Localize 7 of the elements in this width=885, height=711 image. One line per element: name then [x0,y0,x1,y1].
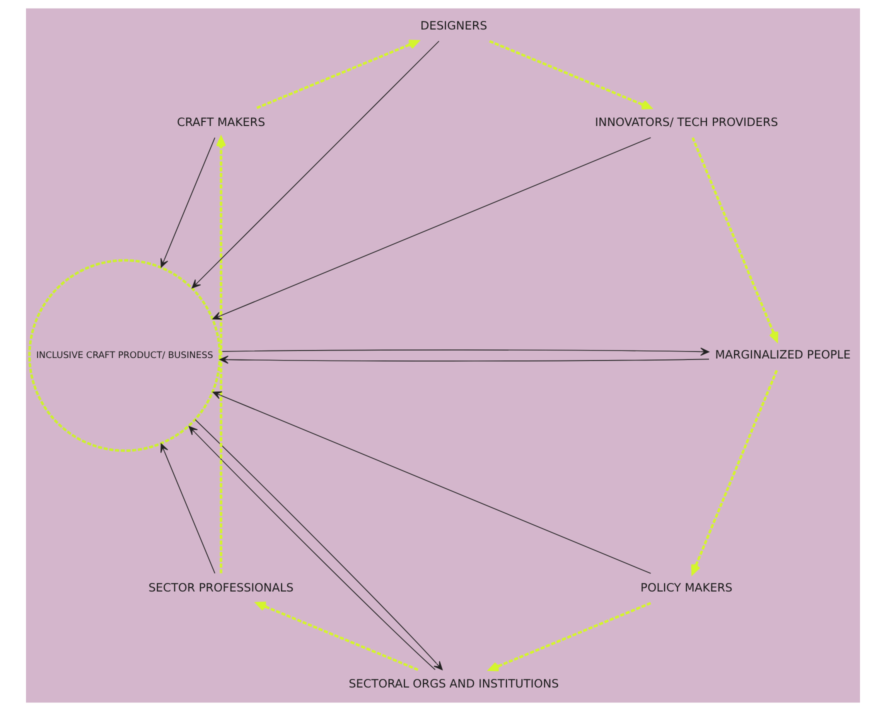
node-text: POLICY MAKERS [640,580,732,594]
node-text: SECTOR PROFESSIONALS [148,580,294,594]
node-text: CRAFT MAKERS [176,114,265,129]
node-text: INNOVATORS/ TECH PROVIDERS [594,114,778,129]
node-text: DESIGNERS [420,18,487,32]
node-text: MARGINALIZED PEOPLE [714,348,850,362]
node-text: SECTORAL ORGS AND INSTITUTIONS [348,676,558,691]
